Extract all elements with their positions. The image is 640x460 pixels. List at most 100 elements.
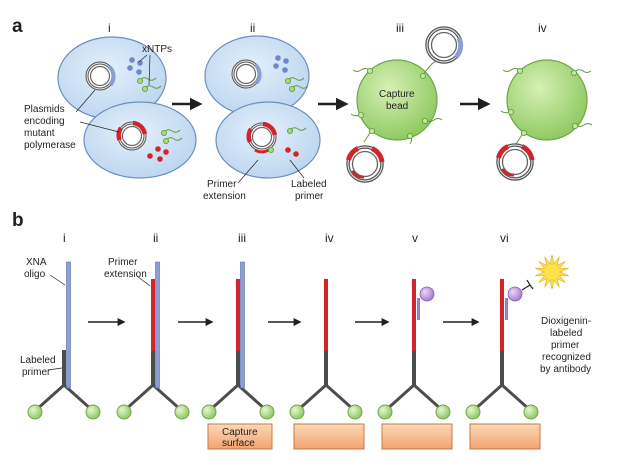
extension-strand-4	[412, 279, 416, 351]
primer-extension-label-b: Primer extension	[104, 257, 147, 280]
panel-a-letter: a	[12, 16, 23, 37]
capture-bead-iv	[500, 59, 593, 145]
label-ball-right-4	[435, 404, 451, 420]
svg-text:Plasmids: Plasmids	[24, 104, 65, 115]
linker-right-3	[325, 383, 355, 412]
capture-surfaces	[207, 423, 541, 450]
panel-b-step-ii: ii	[153, 231, 158, 245]
capture-surface-iv	[293, 423, 365, 450]
extension-strand-3	[324, 279, 328, 351]
primer-strand-1	[151, 350, 155, 386]
plasmid-iv-red	[496, 143, 535, 181]
panel-b-letter: b	[12, 210, 24, 231]
extension-strand-5	[500, 279, 504, 351]
svg-text:recognized: recognized	[542, 352, 591, 363]
panel-b-step-iii: iii	[238, 231, 246, 245]
panel-b-constructs	[27, 261, 539, 420]
primer-strand-0	[62, 350, 66, 386]
extension-strand-2	[236, 279, 240, 351]
label-ball-right-5	[523, 404, 539, 420]
panel-b-step-vi: vi	[500, 231, 509, 245]
capture-bead-label: Capture bead	[379, 89, 415, 112]
svg-text:surface: surface	[222, 438, 255, 449]
linker-left-0	[35, 383, 65, 412]
linker-right-0	[63, 383, 93, 412]
linker-right-2	[237, 383, 267, 412]
dig-label: Dioxigenin- labeled primer recognized by…	[540, 316, 591, 375]
xna-oligo-0	[66, 261, 71, 389]
capture-surface-iii	[207, 423, 273, 450]
panel-a-step-iv: iv	[538, 21, 547, 35]
antibody-5	[507, 286, 523, 302]
linker-left-1	[124, 383, 154, 412]
label-ball-left-2	[201, 404, 217, 420]
panel-a-i-cells	[57, 36, 197, 179]
primer-strand-5	[500, 350, 504, 386]
label-ball-left-5	[465, 404, 481, 420]
plasmid-iii-blue	[425, 26, 464, 64]
capture-surface-v	[381, 423, 453, 450]
svg-text:Primer: Primer	[207, 179, 237, 190]
svg-text:extension: extension	[104, 269, 147, 280]
svg-text:Primer: Primer	[108, 257, 138, 268]
xna-oligo-2	[240, 261, 245, 389]
label-ball-right-2	[259, 404, 275, 420]
svg-text:primer: primer	[22, 367, 51, 378]
linker-right-1	[152, 383, 182, 412]
dig-primer-4	[417, 298, 420, 320]
svg-text:Labeled: Labeled	[291, 179, 327, 190]
xna-oligo-1	[155, 261, 160, 389]
svg-text:encoding: encoding	[24, 116, 65, 127]
linker-right-4	[413, 383, 443, 412]
panel-b-step-v: v	[412, 231, 418, 245]
dig-primer-5	[505, 298, 508, 320]
antibody-y	[526, 279, 534, 290]
label-ball-left-0	[27, 404, 43, 420]
linker-left-2	[209, 383, 239, 412]
svg-text:primer: primer	[295, 191, 324, 202]
linker-left-4	[385, 383, 415, 412]
svg-text:Capture: Capture	[379, 89, 415, 100]
panel-a-step-iii: iii	[396, 21, 404, 35]
antibody-star	[535, 254, 569, 290]
panel-b-step-iv: iv	[325, 231, 334, 245]
linker-left-3	[297, 383, 327, 412]
svg-text:oligo: oligo	[24, 269, 46, 280]
primer-strand-3	[324, 350, 328, 386]
plasmid-iii-red	[346, 145, 385, 183]
svg-text:primer: primer	[551, 340, 580, 351]
svg-text:Labeled: Labeled	[20, 355, 56, 366]
panel-a-step-ii: ii	[250, 21, 255, 35]
label-ball-left-3	[289, 404, 305, 420]
primer-strand-2	[236, 350, 240, 386]
label-ball-right-3	[347, 404, 363, 420]
linker-right-5	[501, 383, 531, 412]
xna-oligo-label: XNA oligo	[24, 257, 47, 280]
svg-text:Dioxigenin-: Dioxigenin-	[541, 316, 591, 327]
panel-a-ii-cells	[204, 35, 321, 179]
capture-surface-label: Capture surface	[222, 427, 258, 449]
label-ball-right-0	[85, 404, 101, 420]
capture-surface-vi	[469, 423, 541, 450]
labeled-primer-label-a: Labeled primer	[291, 179, 327, 202]
label-ball-left-1	[116, 404, 132, 420]
svg-text:Capture: Capture	[222, 427, 258, 438]
primer-strand-4	[412, 350, 416, 386]
label-ball-left-4	[377, 404, 393, 420]
svg-text:bead: bead	[386, 101, 408, 112]
extension-strand-1	[151, 279, 155, 351]
svg-text:mutant: mutant	[24, 128, 55, 139]
svg-text:polymerase: polymerase	[24, 140, 76, 151]
svg-text:extension: extension	[203, 191, 246, 202]
linker-left-5	[473, 383, 503, 412]
antibody-4	[419, 286, 435, 302]
label-ball-right-1	[174, 404, 190, 420]
svg-text:labeled: labeled	[550, 328, 582, 339]
panel-b-step-i: i	[63, 231, 66, 245]
svg-text:by antibody: by antibody	[540, 364, 591, 375]
labeled-primer-label-b: Labeled primer	[20, 355, 56, 378]
xntps-label: xNTPs	[142, 44, 172, 55]
primer-extension-label-a: Primer extension	[203, 179, 246, 202]
